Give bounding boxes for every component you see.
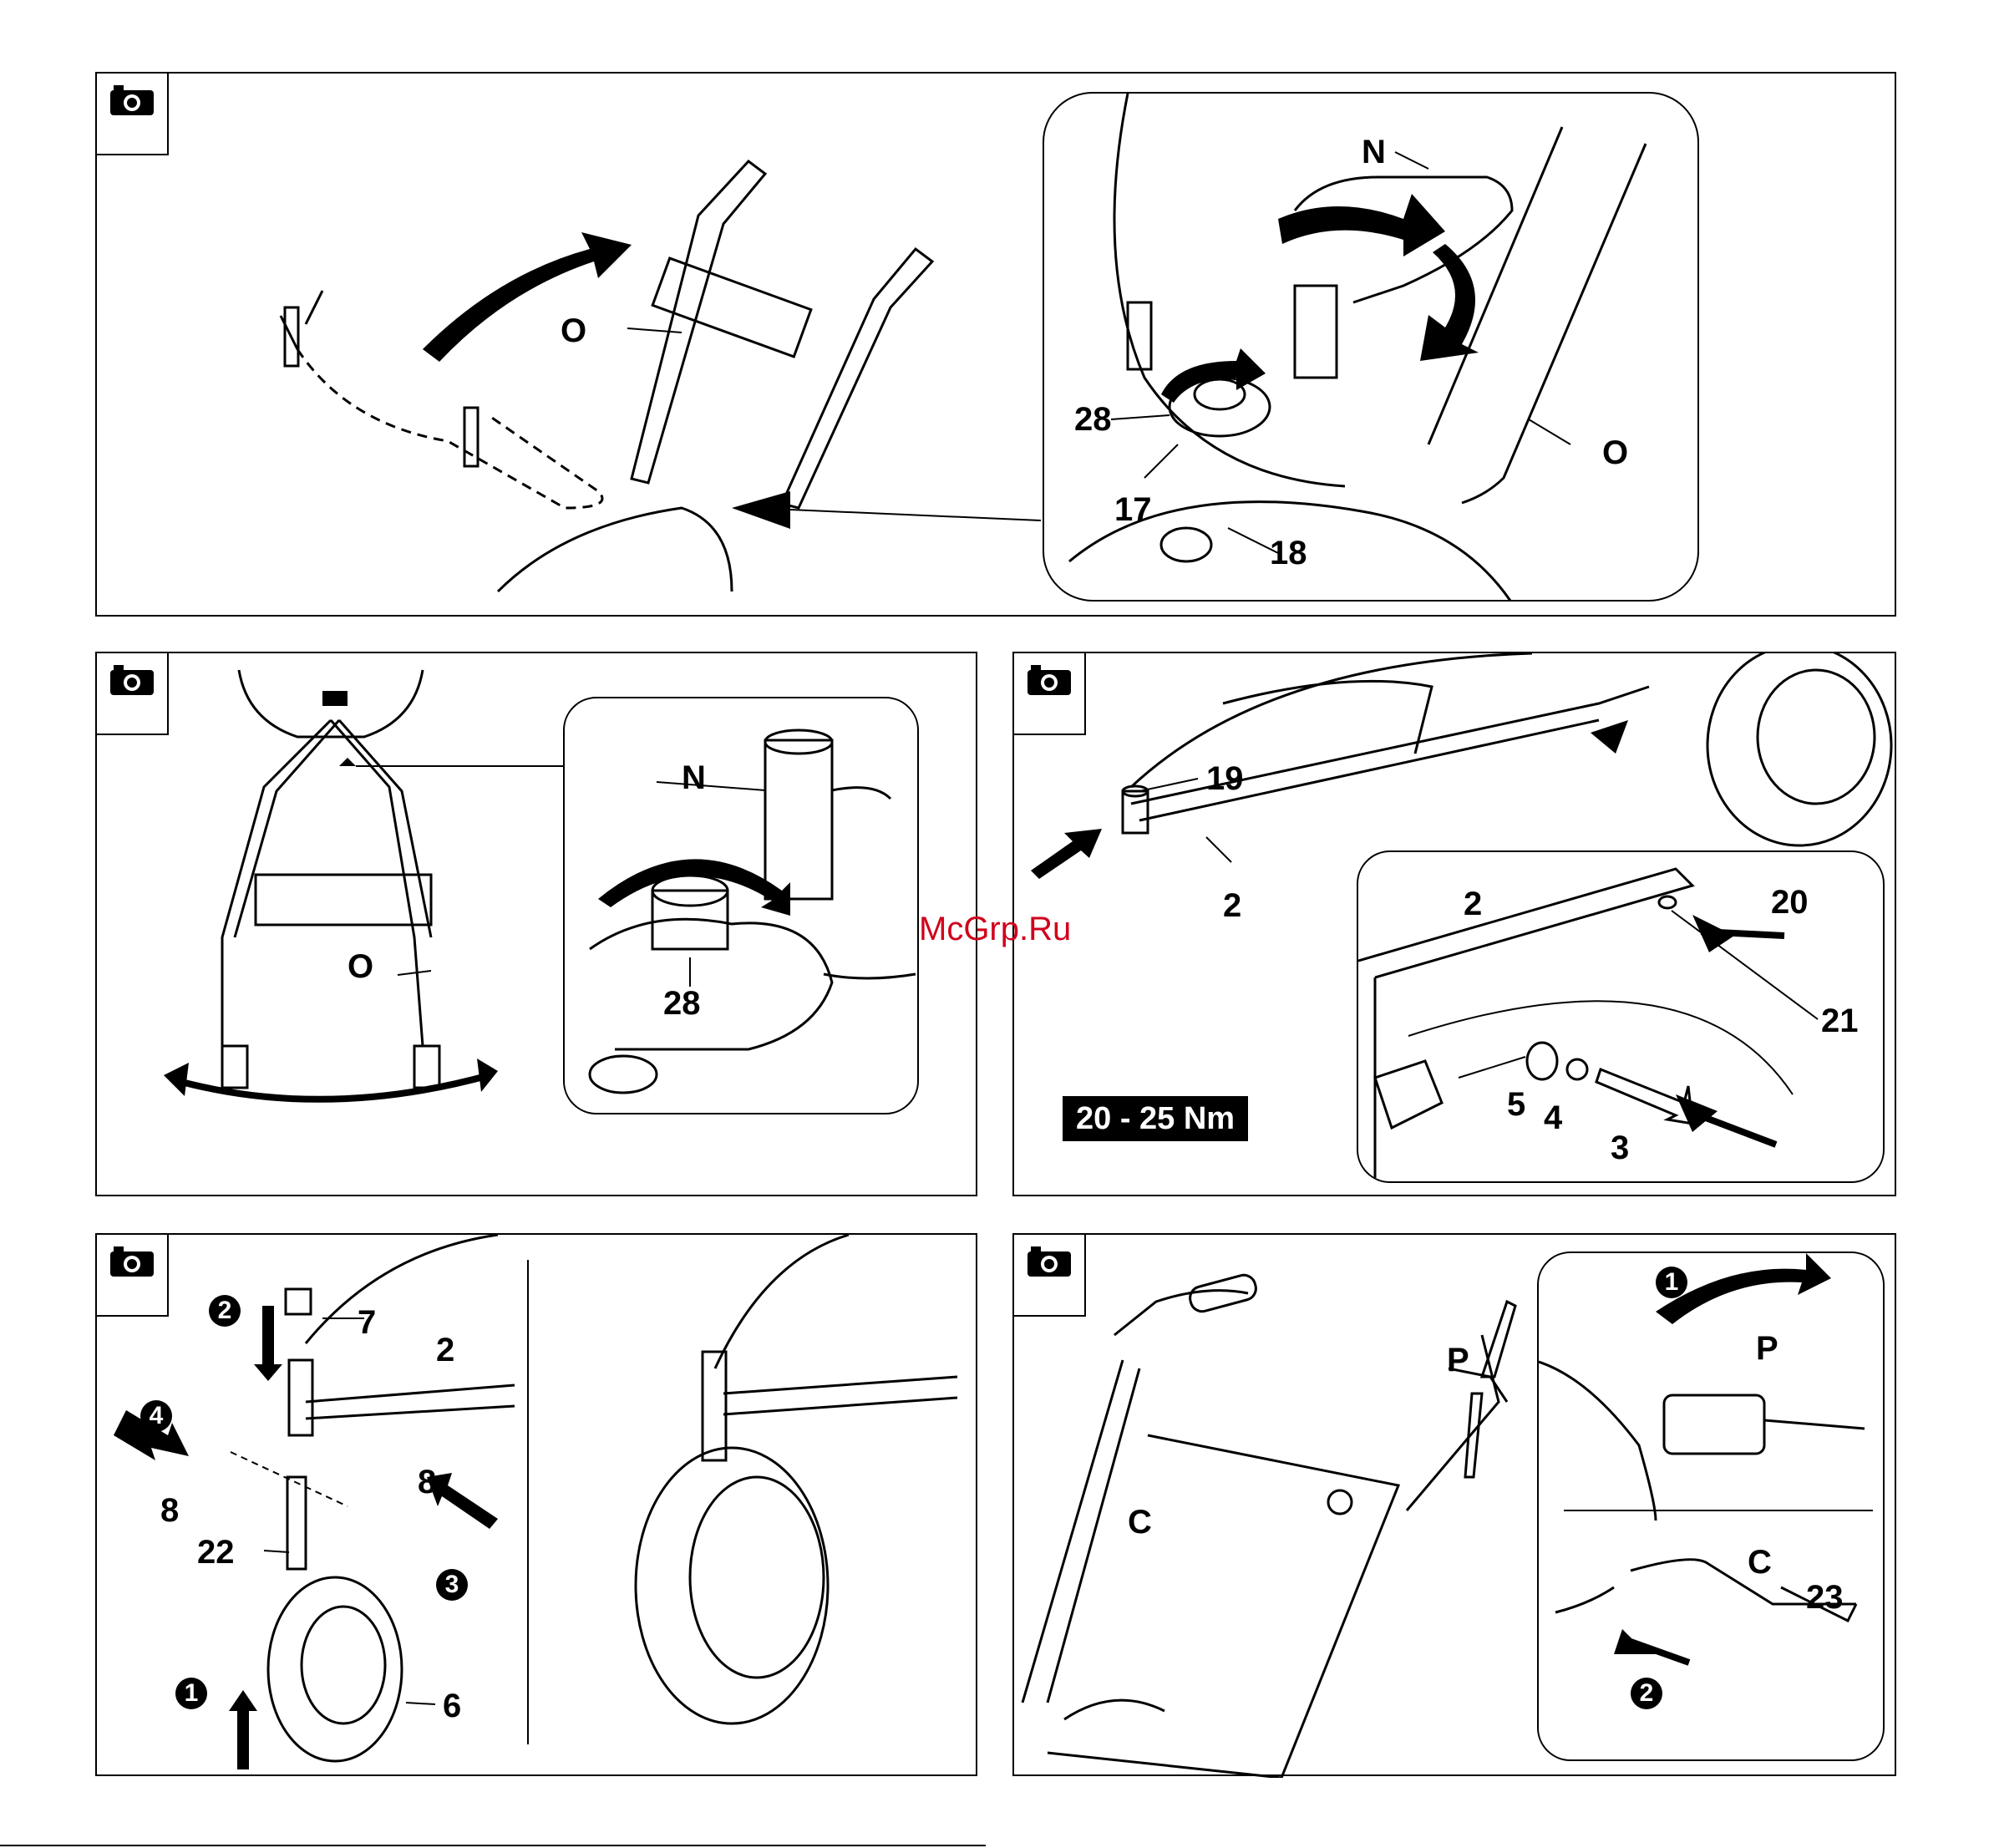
inset-knob-detail: N 28 17 18 O bbox=[1043, 92, 1699, 602]
label-o: O bbox=[561, 314, 586, 348]
label-4: 4 bbox=[1544, 1101, 1562, 1135]
step-1-badge: 1 bbox=[175, 1678, 207, 1709]
label-o: O bbox=[348, 950, 373, 983]
label-7: 7 bbox=[358, 1306, 376, 1339]
label-17: 17 bbox=[1114, 493, 1152, 526]
step-2-badge: 2 bbox=[209, 1295, 241, 1327]
label-8: 8 bbox=[160, 1494, 179, 1527]
label-2: 2 bbox=[436, 1333, 454, 1367]
inset-bolt-detail: 2 20 21 5 4 3 bbox=[1357, 850, 1885, 1183]
label-18: 18 bbox=[1270, 536, 1307, 570]
label-28: 28 bbox=[1074, 403, 1112, 436]
label-2: 2 bbox=[1464, 887, 1482, 921]
label-22: 22 bbox=[197, 1536, 235, 1569]
torque-label: 20 - 25 Nm bbox=[1063, 1096, 1248, 1141]
label-o-inset: O bbox=[1602, 436, 1628, 470]
panel-handlebar-height: O N 28 bbox=[95, 652, 977, 1196]
watermark: McGrp.Ru bbox=[919, 911, 1071, 948]
label-20: 20 bbox=[1771, 886, 1809, 919]
panel-controls: P C 1 P C 23 2 bbox=[1012, 1233, 1896, 1776]
step-3-badge: 3 bbox=[436, 1569, 468, 1601]
label-2: 2 bbox=[1223, 889, 1241, 922]
footer-line bbox=[0, 1845, 986, 1846]
label-19: 19 bbox=[1206, 762, 1244, 795]
label-c: C bbox=[1128, 1505, 1152, 1539]
label-n: N bbox=[682, 761, 706, 795]
label-5: 5 bbox=[1507, 1088, 1525, 1121]
label-28: 28 bbox=[663, 987, 701, 1020]
step-4-badge: 4 bbox=[140, 1400, 172, 1432]
panel-frame-bolt: 19 2 20 - 25 Nm 2 20 21 5 4 3 bbox=[1012, 652, 1896, 1196]
label-c-inset: C bbox=[1748, 1546, 1772, 1579]
label-p-inset: P bbox=[1756, 1332, 1778, 1365]
inset-lever-detail: 1 P C 23 2 bbox=[1537, 1251, 1885, 1761]
label-n: N bbox=[1362, 135, 1386, 169]
inset-knob-detail: N 28 bbox=[563, 697, 919, 1114]
panel-front-wheel: 2 4 3 1 7 2 8 8 22 6 bbox=[95, 1233, 977, 1776]
label-6: 6 bbox=[443, 1689, 461, 1723]
label-p: P bbox=[1447, 1343, 1469, 1377]
step-1-badge: 1 bbox=[1656, 1267, 1687, 1298]
step-2-badge: 2 bbox=[1631, 1678, 1662, 1709]
label-3: 3 bbox=[1611, 1131, 1629, 1165]
label-8: 8 bbox=[418, 1465, 436, 1499]
panel-handlebar-fold: O N 28 17 18 O bbox=[95, 72, 1896, 617]
label-21: 21 bbox=[1821, 1004, 1859, 1038]
label-23: 23 bbox=[1806, 1581, 1844, 1614]
